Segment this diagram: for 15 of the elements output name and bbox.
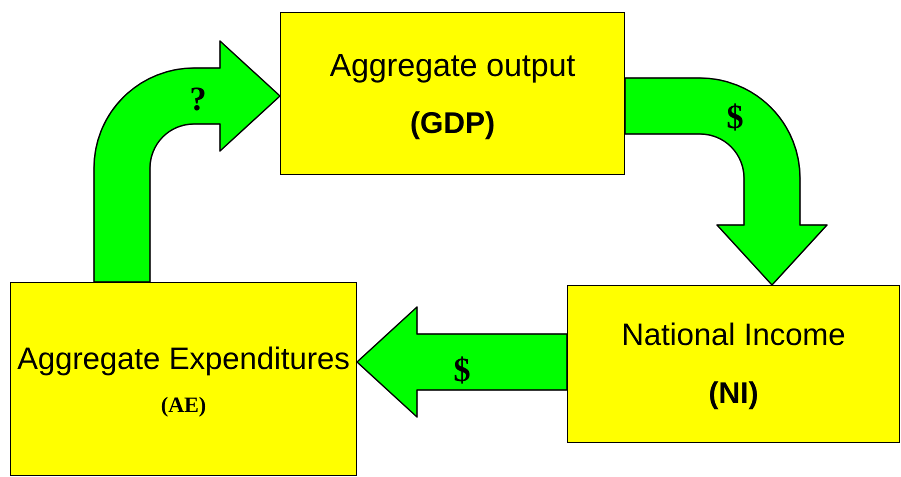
block-arrow: [624, 77, 828, 286]
block-arrow: [356, 306, 568, 418]
box-title: National Income: [621, 316, 846, 354]
box-abbreviation: (NI): [708, 376, 758, 412]
box-title: Aggregate Expenditures: [17, 340, 350, 378]
box-title: Aggregate output: [330, 46, 576, 85]
edge-label: ?: [190, 83, 206, 117]
process-box: [567, 285, 900, 443]
edge-label: $: [454, 354, 470, 388]
box-abbreviation: (AE): [160, 390, 206, 418]
block-arrow: [93, 40, 281, 283]
box-abbreviation: (GDP): [410, 106, 495, 142]
process-box: [280, 12, 625, 175]
process-box: [10, 282, 357, 476]
edge-label: $: [726, 101, 744, 135]
